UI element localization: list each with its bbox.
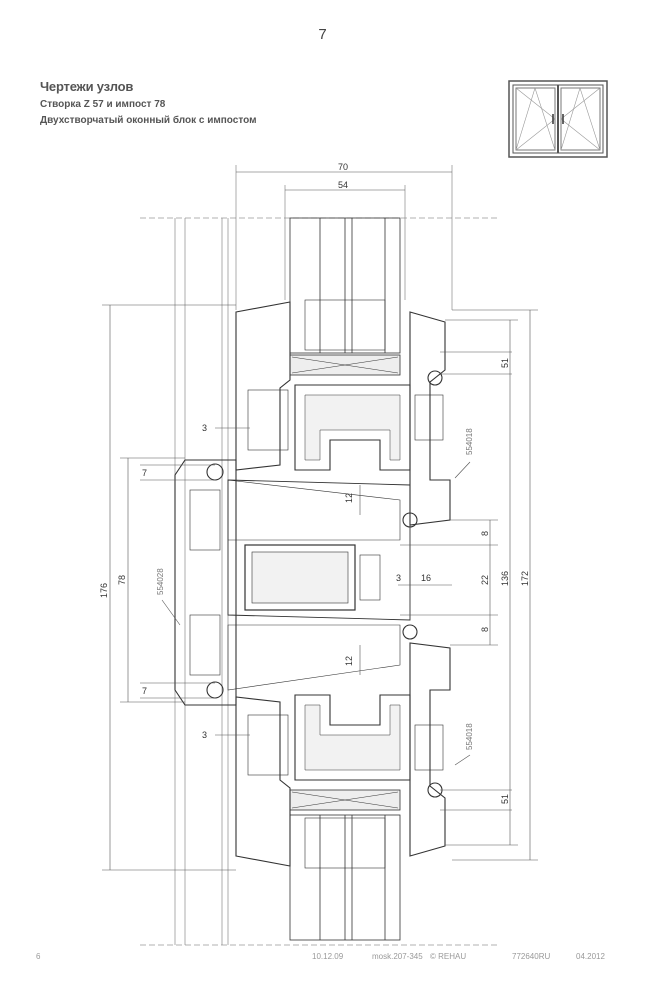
section-title: Чертежи узлов [40,79,134,94]
dim-70: 70 [338,162,348,172]
dim-7-bottom: 7 [142,686,147,696]
dim-176: 176 [99,583,109,598]
dim-51-bottom: 51 [500,794,510,804]
dimension-labels: 70 54 176 78 7 7 3 3 12 12 3 16 8 22 8 1… [99,162,530,804]
footer-brand: © REHAU [430,952,467,961]
double-casement-window-icon [508,80,608,158]
footer-date: 10.12.09 [312,952,344,961]
dim-7-top: 7 [142,468,147,478]
part-labels: 554018 554028 554018 [156,428,474,750]
section-description: Двухстворчатый оконный блок с импостом [40,115,257,126]
dim-3-bottom: 3 [202,730,207,740]
part-label-top: 554018 [465,428,474,455]
dim-54: 54 [338,180,348,190]
dim-12-bottom: 12 [344,656,354,666]
dim-78: 78 [117,575,127,585]
part-label-bottom: 554018 [465,723,474,750]
dim-136: 136 [500,571,510,586]
dim-172: 172 [520,571,530,586]
dim-8-top: 8 [480,531,490,536]
footer-doc-number: 772640RU [512,952,551,961]
dimension-lines [102,171,538,871]
glass-units [289,217,401,941]
profiles [174,301,451,867]
dim-12-top: 12 [344,493,354,503]
dim-16: 16 [421,573,431,583]
footer-page: 6 [36,952,41,961]
dim-22: 22 [480,575,490,585]
section-subtitle: Створка Z 57 и импост 78 [40,99,166,110]
footer-code: mosk.207-345 [372,952,423,961]
dim-8-bottom: 8 [480,627,490,632]
dim-3-top: 3 [202,423,207,433]
dim-51-top: 51 [500,358,510,368]
footer-edition: 04.2012 [576,952,605,961]
dim-3-mullion: 3 [396,573,401,583]
part-label-mullion: 554028 [156,568,165,595]
page-number: 7 [318,26,327,43]
